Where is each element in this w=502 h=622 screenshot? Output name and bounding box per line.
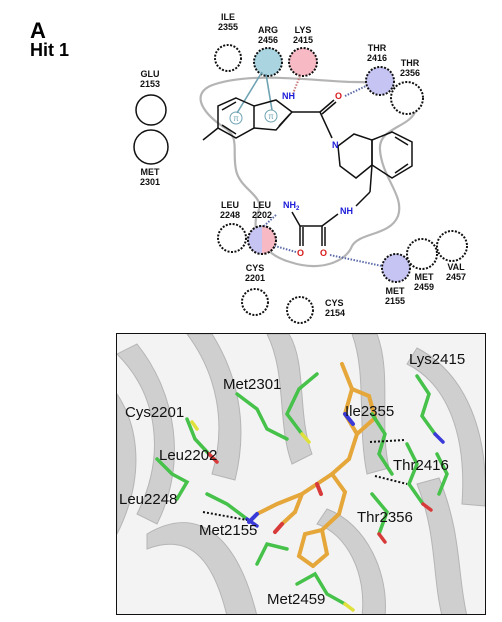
- residue-glu2153: GLU 2153: [135, 69, 167, 126]
- svg-text:2459: 2459: [414, 282, 434, 292]
- ligand-structure: [202, 97, 413, 246]
- svg-text:2415: 2415: [293, 35, 313, 45]
- svg-text:π: π: [268, 112, 274, 121]
- residue-sticks: [155, 372, 449, 606]
- atom-nh-amide: NH: [340, 206, 353, 216]
- label-cys2201: Cys2201: [125, 404, 184, 421]
- hydrogen-bonds: [263, 85, 383, 267]
- svg-text:THR: THR: [401, 58, 420, 68]
- svg-text:2154: 2154: [325, 308, 345, 318]
- residue-thr2416: THR 2416: [365, 43, 395, 96]
- label-thr2416: Thr2416: [393, 457, 449, 474]
- label-leu2248: Leu2248: [119, 491, 177, 508]
- residue-ile2355: ILE 2355: [214, 12, 242, 72]
- svg-text:CYS: CYS: [325, 298, 344, 308]
- residue-heteroatoms: [190, 420, 445, 612]
- svg-text:π: π: [233, 114, 239, 123]
- svg-text:ILE: ILE: [221, 12, 235, 22]
- pi-ring-markers: π π: [229, 109, 278, 125]
- svg-text:2355: 2355: [218, 22, 238, 32]
- svg-text:MET: MET: [415, 272, 435, 282]
- atom-o-left: O: [297, 248, 304, 258]
- atom-nh2: NH2: [283, 200, 300, 212]
- pi-cation-lines: [236, 71, 273, 114]
- structure-3d-panel: Lys2415 Met2301 Cys2201 Ile2355 Leu2202 …: [116, 333, 486, 615]
- svg-text:MET: MET: [386, 286, 406, 296]
- residue-cys2154: CYS 2154: [286, 296, 345, 324]
- svg-text:ARG: ARG: [258, 25, 278, 35]
- residue-lys2415: LYS 2415: [288, 25, 318, 77]
- interaction-diagram: ILE 2355 ARG 2456 LYS 2415 THR 2416 THR …: [133, 12, 468, 324]
- hbond-dots-3d: [202, 439, 408, 521]
- panel-title: Hit 1: [30, 40, 70, 60]
- structure-3d-render: Lys2415 Met2301 Cys2201 Ile2355 Leu2202 …: [117, 334, 485, 614]
- svg-text:GLU: GLU: [141, 69, 160, 79]
- label-met2301: Met2301: [223, 376, 281, 393]
- label-leu2202: Leu2202: [159, 447, 217, 464]
- residue-met2301: MET 2301: [133, 129, 169, 187]
- svg-text:2202: 2202: [252, 210, 272, 220]
- label-thr2356: Thr2356: [357, 509, 413, 526]
- residue-val2457: VAL 2457: [436, 230, 468, 282]
- atom-o-carbonyl: O: [335, 91, 342, 101]
- svg-text:LEU: LEU: [221, 200, 239, 210]
- residue-thr2356: THR 2356: [390, 58, 424, 115]
- label-lys2415: Lys2415: [409, 351, 465, 368]
- residue-met2155: MET 2155: [381, 253, 411, 306]
- svg-text:2356: 2356: [400, 68, 420, 78]
- lys-nh-interaction: [291, 75, 301, 97]
- svg-text:VAL: VAL: [447, 262, 465, 272]
- svg-text:2155: 2155: [385, 296, 405, 306]
- residue-met2459: MET 2459: [406, 238, 438, 292]
- residue-arg2456: ARG 2456: [253, 25, 283, 77]
- svg-text:2456: 2456: [258, 35, 278, 45]
- atom-n-ring: N: [332, 140, 339, 150]
- svg-text:2457: 2457: [446, 272, 466, 282]
- svg-text:2416: 2416: [367, 53, 387, 63]
- residue-cys2201: CYS 2201: [241, 263, 269, 316]
- svg-text:2153: 2153: [140, 79, 160, 89]
- residue-leu2202: LEU 2202: [247, 200, 277, 255]
- svg-text:THR: THR: [368, 43, 387, 53]
- svg-text:LYS: LYS: [295, 25, 312, 35]
- svg-text:2301: 2301: [140, 177, 160, 187]
- label-met2155: Met2155: [199, 522, 257, 539]
- atom-nh-indole: NH: [282, 91, 295, 101]
- svg-text:MET: MET: [141, 167, 161, 177]
- svg-text:LEU: LEU: [253, 200, 271, 210]
- residue-leu2248: LEU 2248: [217, 200, 247, 253]
- label-ile2355: Ile2355: [345, 403, 394, 420]
- atom-o-right: O: [320, 248, 327, 258]
- svg-text:2248: 2248: [220, 210, 240, 220]
- svg-text:CYS: CYS: [246, 263, 265, 273]
- label-met2459: Met2459: [267, 591, 325, 608]
- svg-text:2201: 2201: [245, 273, 265, 283]
- panel-letter: A: [30, 18, 46, 43]
